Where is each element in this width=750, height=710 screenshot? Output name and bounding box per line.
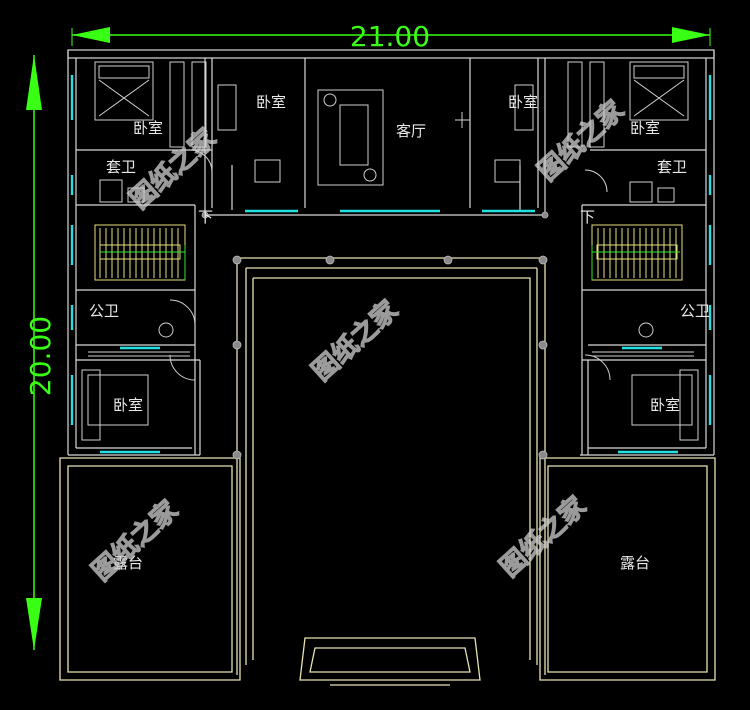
stair-down-left: 下 <box>198 208 213 226</box>
room-label-terrace-right: 露台 <box>620 554 650 572</box>
height-dimension-label: 20.00 <box>24 316 57 396</box>
watermark-4: 图纸之家 <box>86 495 184 588</box>
room-label-terrace-left: 露台 <box>113 554 143 572</box>
room-label-bedroom-middle-left: 卧室 <box>113 396 143 414</box>
room-label-bedroom-top-left: 卧室 <box>133 119 163 137</box>
furniture <box>81 61 699 441</box>
room-label-bedroom-top-inner-right: 卧室 <box>508 93 538 111</box>
room-label-living: 客厅 <box>396 122 426 140</box>
width-dimension-label: 21.00 <box>350 20 430 53</box>
dimension-width: 21.00 <box>71 20 711 53</box>
windows <box>70 75 712 454</box>
outer-walls <box>67 49 715 456</box>
columns <box>201 211 549 460</box>
watermark-2: 图纸之家 <box>532 95 630 188</box>
room-label-bedroom-top-right: 卧室 <box>630 119 660 137</box>
room-label-bedroom-middle-right: 卧室 <box>650 396 680 414</box>
terraces <box>59 457 716 681</box>
stairs-left: 下 <box>94 208 213 281</box>
watermark-3: 图纸之家 <box>306 295 404 388</box>
stairs-right: 下 <box>580 208 683 281</box>
room-label-bedroom-top-middle: 卧室 <box>256 93 286 111</box>
watermarks: 图纸之家 图纸之家 图纸之家 图纸之家 图纸之家 <box>85 94 630 588</box>
courtyard <box>236 257 546 686</box>
room-label-ensuite-right: 套卫 <box>657 158 687 176</box>
room-label-ensuite-left: 套卫 <box>106 158 136 176</box>
stair-down-right: 下 <box>580 208 595 226</box>
room-labels: 卧室 卧室 客厅 卧室 卧室 套卫 套卫 公卫 公卫 卧室 卧室 露台 露台 <box>89 93 710 572</box>
dimension-height: 20.00 <box>24 55 57 650</box>
room-label-public-bath-left: 公卫 <box>89 302 119 320</box>
room-label-public-bath-right: 公卫 <box>680 302 710 320</box>
watermark-5: 图纸之家 <box>494 491 592 584</box>
